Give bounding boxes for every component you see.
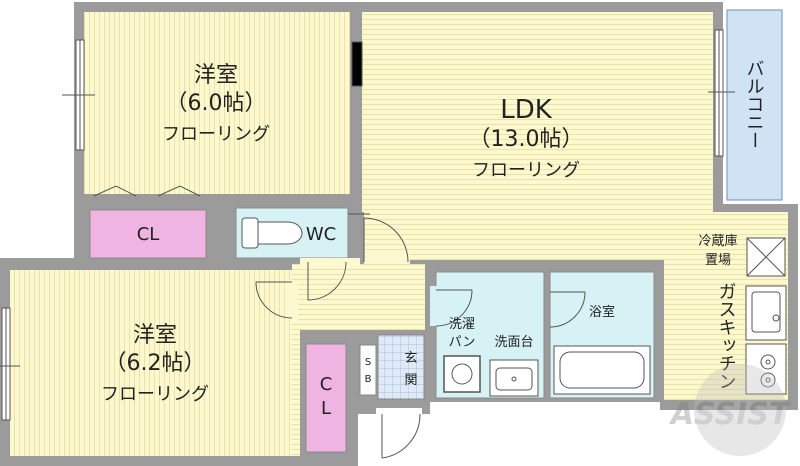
shoe-box-label-b: B (365, 374, 372, 385)
bath-label: 浴室 (589, 304, 615, 320)
watermark-logo: ASSIST (669, 364, 792, 456)
entrance-label-1: 玄 (404, 351, 417, 366)
closet-2 (305, 343, 347, 453)
gas-stove-icon (745, 343, 787, 395)
fridge-space-icon (746, 237, 786, 277)
western-room-2-labels: 洋室 （6.2帖） フローリング (101, 323, 209, 405)
closet-2-label-l: L (321, 398, 331, 419)
western-room-1-name: 洋室 (194, 63, 238, 88)
western-room-2-size: （6.2帖） (105, 351, 206, 376)
western-room-2-floor: フローリング (101, 384, 209, 405)
watermark-text: ASSIST (669, 397, 792, 432)
shoe-box-label-s: S (365, 357, 371, 368)
western-room-1-floor (84, 12, 350, 194)
closet-1-label: CL (137, 224, 160, 245)
ldk-size: （13.0帖） (469, 127, 584, 152)
washing-machine-pan-icon (443, 355, 481, 393)
fridge-label-2: 置場 (705, 253, 731, 268)
washer-label-1: 洗濯 (449, 317, 475, 332)
western-room-1-size: （6.0帖） (166, 91, 267, 116)
western-room-1-labels: 洋室 （6.0帖） フローリング (162, 63, 270, 145)
ldk-floor: フローリング (472, 160, 580, 181)
washer-label-2: パン (449, 335, 476, 350)
bathtub-icon (553, 345, 651, 395)
closet-2-label-c: C (320, 374, 333, 395)
balcony-label: バルコニー (744, 59, 765, 149)
wc-label: WC (306, 224, 336, 245)
toilet-icon (241, 217, 303, 249)
western-room-2-floor (10, 270, 292, 456)
ldk-labels: LDK （13.0帖） フローリング (469, 95, 584, 181)
windows (0, 29, 735, 421)
fridge-label-1: 冷蔵庫 (698, 234, 737, 249)
ldk-floor (362, 12, 788, 400)
entrance-label-2: 関 (404, 373, 417, 388)
entrance (377, 334, 425, 400)
ldk-name: LDK (500, 95, 553, 125)
sink-icon (745, 285, 787, 341)
shoe-box (359, 344, 377, 396)
western-room-1-floor: フローリング (162, 124, 270, 145)
washbasin-label: 洗面台 (494, 335, 533, 350)
doors (93, 185, 586, 459)
balcony (726, 9, 783, 201)
gas-kitchen-label: ガスキッチン (716, 282, 737, 390)
hallway-floor (292, 264, 425, 456)
closet-1 (89, 209, 207, 259)
washbasin-icon (489, 359, 539, 397)
western-room-2-name: 洋室 (133, 323, 177, 348)
